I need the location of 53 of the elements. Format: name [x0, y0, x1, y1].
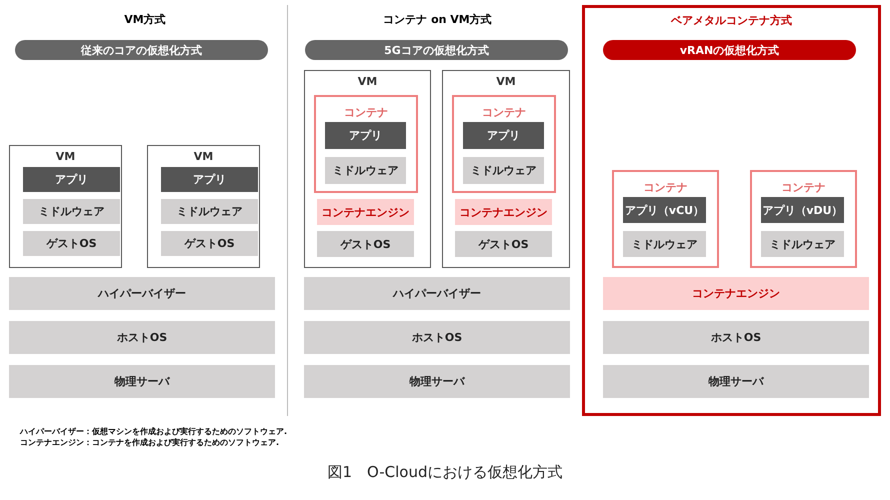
app-box: アプリ: [23, 167, 120, 192]
category-pill: vRANの仮想化方式: [603, 40, 856, 60]
container-box: [750, 170, 857, 268]
frame-panel: [582, 5, 881, 416]
vm-box: [147, 145, 260, 268]
app-box: アプリ（vCU）: [623, 197, 706, 223]
vm-label: VM: [495, 75, 517, 88]
app-box: アプリ（vDU）: [761, 197, 844, 223]
engine-box: コンテナエンジン: [455, 199, 552, 225]
layer-bar: ハイパーバイザー: [304, 277, 570, 310]
engine-box: コンテナエンジン: [603, 277, 869, 310]
layer-bar: 物理サーバ: [9, 365, 275, 398]
middleware-box: ミドルウェア: [325, 157, 406, 184]
engine-box: コンテナエンジン: [317, 199, 414, 225]
app-box: アプリ: [161, 167, 258, 192]
container-label: コンテナ: [343, 105, 389, 120]
layer-bar: 物理サーバ: [304, 365, 570, 398]
middleware-box: ミドルウェア: [23, 199, 120, 224]
vm-box: [442, 70, 570, 268]
os-box: ゲストOS: [455, 231, 552, 257]
vm-label: VM: [356, 75, 378, 88]
os-box: ゲストOS: [161, 231, 258, 256]
vm-label: VM: [192, 150, 214, 163]
category-pill: 従来のコアの仮想化方式: [15, 40, 268, 60]
middleware-box: ミドルウェア: [161, 199, 258, 224]
container-label: コンテナ: [481, 105, 527, 120]
container-label: コンテナ: [642, 180, 688, 195]
middleware-box: ミドルウェア: [623, 231, 706, 257]
section-heading: コンテナ on VM方式: [382, 12, 493, 27]
app-box: アプリ: [325, 122, 406, 149]
footnote: コンテナエンジン：コンテナを作成および実行するためのソフトウェア.: [20, 437, 280, 448]
category-pill: 5Gコアの仮想化方式: [305, 40, 568, 60]
layer-bar: ホストOS: [9, 321, 275, 354]
container-box: [452, 95, 556, 193]
figure-caption: 図1 O-Cloudにおける仮想化方式: [326, 463, 564, 482]
container-box: [612, 170, 719, 268]
container-label: コンテナ: [780, 180, 826, 195]
section-heading: ベアメタルコンテナ方式: [670, 13, 793, 28]
app-box: アプリ: [463, 122, 544, 149]
vm-box: [9, 145, 122, 268]
layer-bar: ホストOS: [304, 321, 570, 354]
layer-bar: ホストOS: [603, 321, 869, 354]
section-heading: VM方式: [123, 12, 167, 27]
vm-box: [304, 70, 431, 268]
layer-bar: ハイパーバイザー: [9, 277, 275, 310]
layer-bar: 物理サーバ: [603, 365, 869, 398]
middleware-box: ミドルウェア: [761, 231, 844, 257]
os-box: ゲストOS: [317, 231, 414, 257]
vm-label: VM: [54, 150, 76, 163]
footnote: ハイパーバイザー：仮想マシンを作成および実行するためのソフトウェア.: [20, 426, 288, 437]
container-box: [314, 95, 418, 193]
middleware-box: ミドルウェア: [463, 157, 544, 184]
os-box: ゲストOS: [23, 231, 120, 256]
